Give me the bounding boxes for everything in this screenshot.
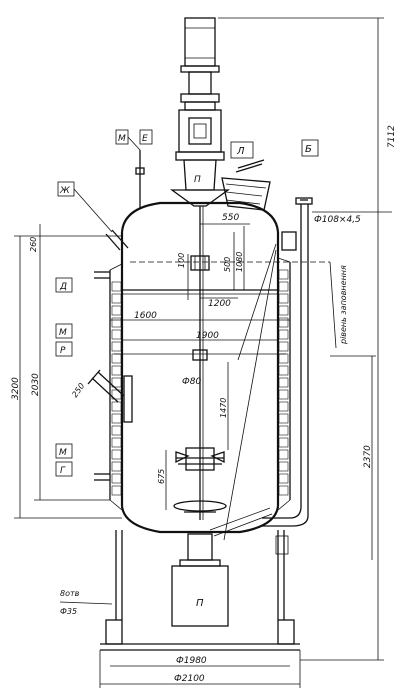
top-nozzles bbox=[94, 150, 313, 555]
support-skirt bbox=[100, 530, 300, 651]
bolts-diameter: Ф35 bbox=[60, 607, 77, 616]
dim-d1980: Ф1980 bbox=[176, 656, 207, 666]
jacket-coils bbox=[111, 269, 289, 496]
jacket-coil-segment bbox=[111, 473, 122, 484]
jacket-coil-segment bbox=[111, 461, 122, 472]
dimensions bbox=[14, 17, 392, 688]
nozzle-r bbox=[87, 369, 133, 423]
callout-g: Г bbox=[60, 466, 66, 476]
jacket-coil-segment bbox=[111, 365, 122, 376]
jacket-coil-segment bbox=[278, 365, 289, 376]
callout-m-top: М bbox=[118, 134, 126, 144]
jacket-coil-segment bbox=[111, 449, 122, 460]
jacket-coil-segment bbox=[111, 437, 122, 448]
jacket-coil-segment bbox=[278, 281, 289, 292]
callout-m-low: М bbox=[59, 448, 67, 458]
dim-1200: 1200 bbox=[208, 299, 231, 309]
callout-b: Б bbox=[305, 144, 312, 155]
dim-550: 550 bbox=[222, 213, 239, 223]
dim-1470: 1470 bbox=[219, 398, 228, 418]
bottom-drive: П bbox=[171, 533, 229, 627]
jacket-coil-segment bbox=[278, 437, 289, 448]
callout-r: Р bbox=[60, 346, 66, 356]
jacket-coil-segment bbox=[111, 485, 122, 496]
dim-2030: 2030 bbox=[31, 373, 41, 396]
dim-d80: Ф80 bbox=[182, 377, 201, 387]
jacket-coil-segment bbox=[111, 329, 122, 340]
dim-675: 675 bbox=[157, 469, 166, 484]
jacket-coil-segment bbox=[278, 329, 289, 340]
dim-7112: 7112 bbox=[387, 125, 397, 148]
jacket-coil-segment bbox=[278, 425, 289, 436]
callout-d: Д bbox=[59, 282, 67, 292]
callout-l: Л bbox=[236, 146, 245, 157]
jacket-coil-segment bbox=[111, 293, 122, 304]
dim-3200: 3200 bbox=[11, 377, 21, 400]
bolts-count: 8отв bbox=[60, 589, 80, 598]
callout-m-mid: М bbox=[59, 328, 67, 338]
jacket-coil-segment bbox=[278, 269, 289, 280]
dim-2370: 2370 bbox=[363, 445, 373, 468]
jacket-coil-segment bbox=[278, 377, 289, 388]
callout-zh: Ж bbox=[59, 186, 70, 196]
jacket-coil-segment bbox=[111, 305, 122, 316]
agitator bbox=[173, 206, 277, 541]
fill-level-label: рівень заповнення bbox=[339, 265, 348, 345]
jacket-coil-segment bbox=[111, 377, 122, 388]
dim-100: 100 bbox=[177, 253, 186, 268]
jacket-coil-segment bbox=[111, 401, 122, 412]
jacket-coil-segment bbox=[111, 413, 122, 424]
callouts: М Е Л Б Ж Д М Р М Г bbox=[55, 129, 319, 477]
jacket-coil-segment bbox=[278, 485, 289, 496]
dim-1600: 1600 bbox=[134, 311, 157, 321]
dim-250: 250 bbox=[70, 381, 86, 399]
jacket-coil-segment bbox=[111, 353, 122, 364]
dim-260: 260 bbox=[29, 237, 38, 252]
callout-e: Е bbox=[142, 134, 148, 144]
jacket-coil-segment bbox=[278, 473, 289, 484]
dimension-labels: 550 100 500 1080 1200 1600 1900 Ф80 1470… bbox=[11, 125, 397, 684]
jacket-coil-segment bbox=[278, 401, 289, 412]
jacket-coil-segment bbox=[278, 389, 289, 400]
jacket-coil-segment bbox=[278, 293, 289, 304]
dim-pipe: Ф108×4,5 bbox=[314, 215, 361, 225]
jacket-coil-segment bbox=[278, 353, 289, 364]
motor-label: П bbox=[196, 598, 204, 609]
dim-d2100: Ф2100 bbox=[174, 674, 205, 684]
jacket-coil-segment bbox=[278, 449, 289, 460]
jacket-coil-segment bbox=[278, 341, 289, 352]
jacket-coil-segment bbox=[278, 461, 289, 472]
jacket-coil-segment bbox=[111, 389, 122, 400]
jacket-coil-segment bbox=[111, 425, 122, 436]
jacket-coil-segment bbox=[278, 413, 289, 424]
jacket-coil-segment bbox=[111, 317, 122, 328]
motor-drive: П bbox=[170, 17, 230, 222]
jacket-coil-segment bbox=[111, 341, 122, 352]
jacket-coil-segment bbox=[111, 281, 122, 292]
dim-1080: 1080 bbox=[235, 252, 244, 272]
jacket-coil-segment bbox=[278, 317, 289, 328]
jacket-coil-segment bbox=[278, 305, 289, 316]
vessel-shell bbox=[109, 201, 330, 534]
dim-1900: 1900 bbox=[196, 331, 219, 341]
dim-500: 500 bbox=[223, 257, 232, 272]
drive-label: П bbox=[194, 175, 201, 185]
